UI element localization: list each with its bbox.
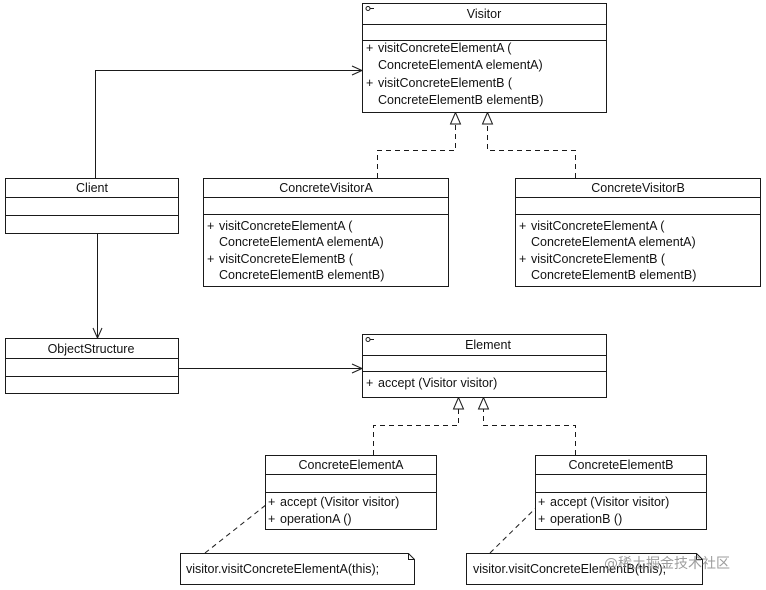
class-box [5,338,179,394]
class-box [362,334,607,398]
operation-text: visitConcreteElementB ( [531,252,666,266]
association-client-to-visitor [95,65,364,178]
realization-concreteelementa-to-element [373,396,465,455]
class-box [5,178,179,234]
note-shape [180,553,415,585]
hollow-triangle-icon [481,111,494,125]
association-objectstructure-to-element [178,363,364,374]
note-fold-icon [408,553,415,560]
operation-text: ConcreteElementB elementB) [378,93,543,107]
class-name: Visitor [467,7,502,21]
interface-marker-icon [365,6,374,11]
hollow-triangle-icon [449,111,462,125]
class-box [362,3,607,113]
class-element: Element + accept (Visitor visitor) [362,334,607,398]
note-shape [466,553,703,585]
class-name: ConcreteElementB [569,458,674,472]
interface-marker-icon [365,337,374,342]
realization-concretevisitorb-to-visitor [481,111,576,178]
operation-text: ConcreteElementA elementA) [531,235,696,249]
class-concreteelementa: ConcreteElementA + accept (Visitor visit… [265,455,437,530]
hollow-triangle-icon [477,396,490,410]
operation-text: ConcreteElementA elementA) [378,58,543,72]
note-text: visitor.visitConcreteElementA(this); [186,562,379,576]
class-name: ObjectStructure [48,342,135,356]
realization-concreteelementb-to-element [477,396,576,455]
operation-visibility: + [366,376,373,390]
class-concretevisitorb: ConcreteVisitorB + visitConcreteElementA… [515,178,761,287]
class-name: Element [465,338,511,352]
operation-text: ConcreteElementB elementB) [531,268,696,282]
operation-visibility: + [268,495,275,509]
operation-text: ConcreteElementA elementA) [219,235,384,249]
class-name: Client [76,181,108,195]
class-concreteelementb: ConcreteElementB + accept (Visitor visit… [535,455,707,530]
operation-text: operationA () [280,512,352,526]
operation-text: visitConcreteElementB ( [219,252,354,266]
realization-concretevisitora-to-visitor [377,111,462,178]
class-visitor: Visitor + visitConcreteElementA ( Concre… [362,3,607,113]
association-client-to-objectstructure [92,233,103,340]
operation-visibility: + [207,219,214,233]
operation-text: accept (Visitor visitor) [280,495,399,509]
hollow-triangle-icon [452,396,465,410]
operation-text: visitConcreteElementA ( [531,219,665,233]
operation-visibility: + [268,512,275,526]
note-text: visitor.visitConcreteElementB(this); [473,562,666,576]
operation-visibility: + [538,512,545,526]
note-b: visitor.visitConcreteElementB(this); [466,553,703,585]
watermark: @稀土掘金技术社区 [604,556,730,572]
operation-visibility: + [366,41,373,55]
operation-text: visitConcreteElementB ( [378,76,513,90]
note-fold-icon [696,553,703,560]
class-box [203,178,449,287]
class-objectstructure: ObjectStructure [5,338,179,394]
operation-text: operationB () [550,512,622,526]
class-concretevisitora: ConcreteVisitorA + visitConcreteElementA… [203,178,449,287]
note-a: visitor.visitConcreteElementA(this); [180,553,415,585]
class-box [515,178,761,287]
class-name: ConcreteVisitorB [591,181,685,195]
class-name: ConcreteElementA [299,458,405,472]
operation-text: visitConcreteElementA ( [378,41,512,55]
operation-visibility: + [519,219,526,233]
operation-text: accept (Visitor visitor) [550,495,669,509]
class-name: ConcreteVisitorA [279,181,373,195]
operation-visibility: + [519,252,526,266]
operation-visibility: + [366,76,373,90]
note-anchor-a [204,496,277,554]
operation-text: visitConcreteElementA ( [219,219,353,233]
operation-text: ConcreteElementB elementB) [219,268,384,282]
class-client: Client [5,178,179,234]
operation-text: accept (Visitor visitor) [378,376,497,390]
operation-visibility: + [538,495,545,509]
operation-visibility: + [207,252,214,266]
